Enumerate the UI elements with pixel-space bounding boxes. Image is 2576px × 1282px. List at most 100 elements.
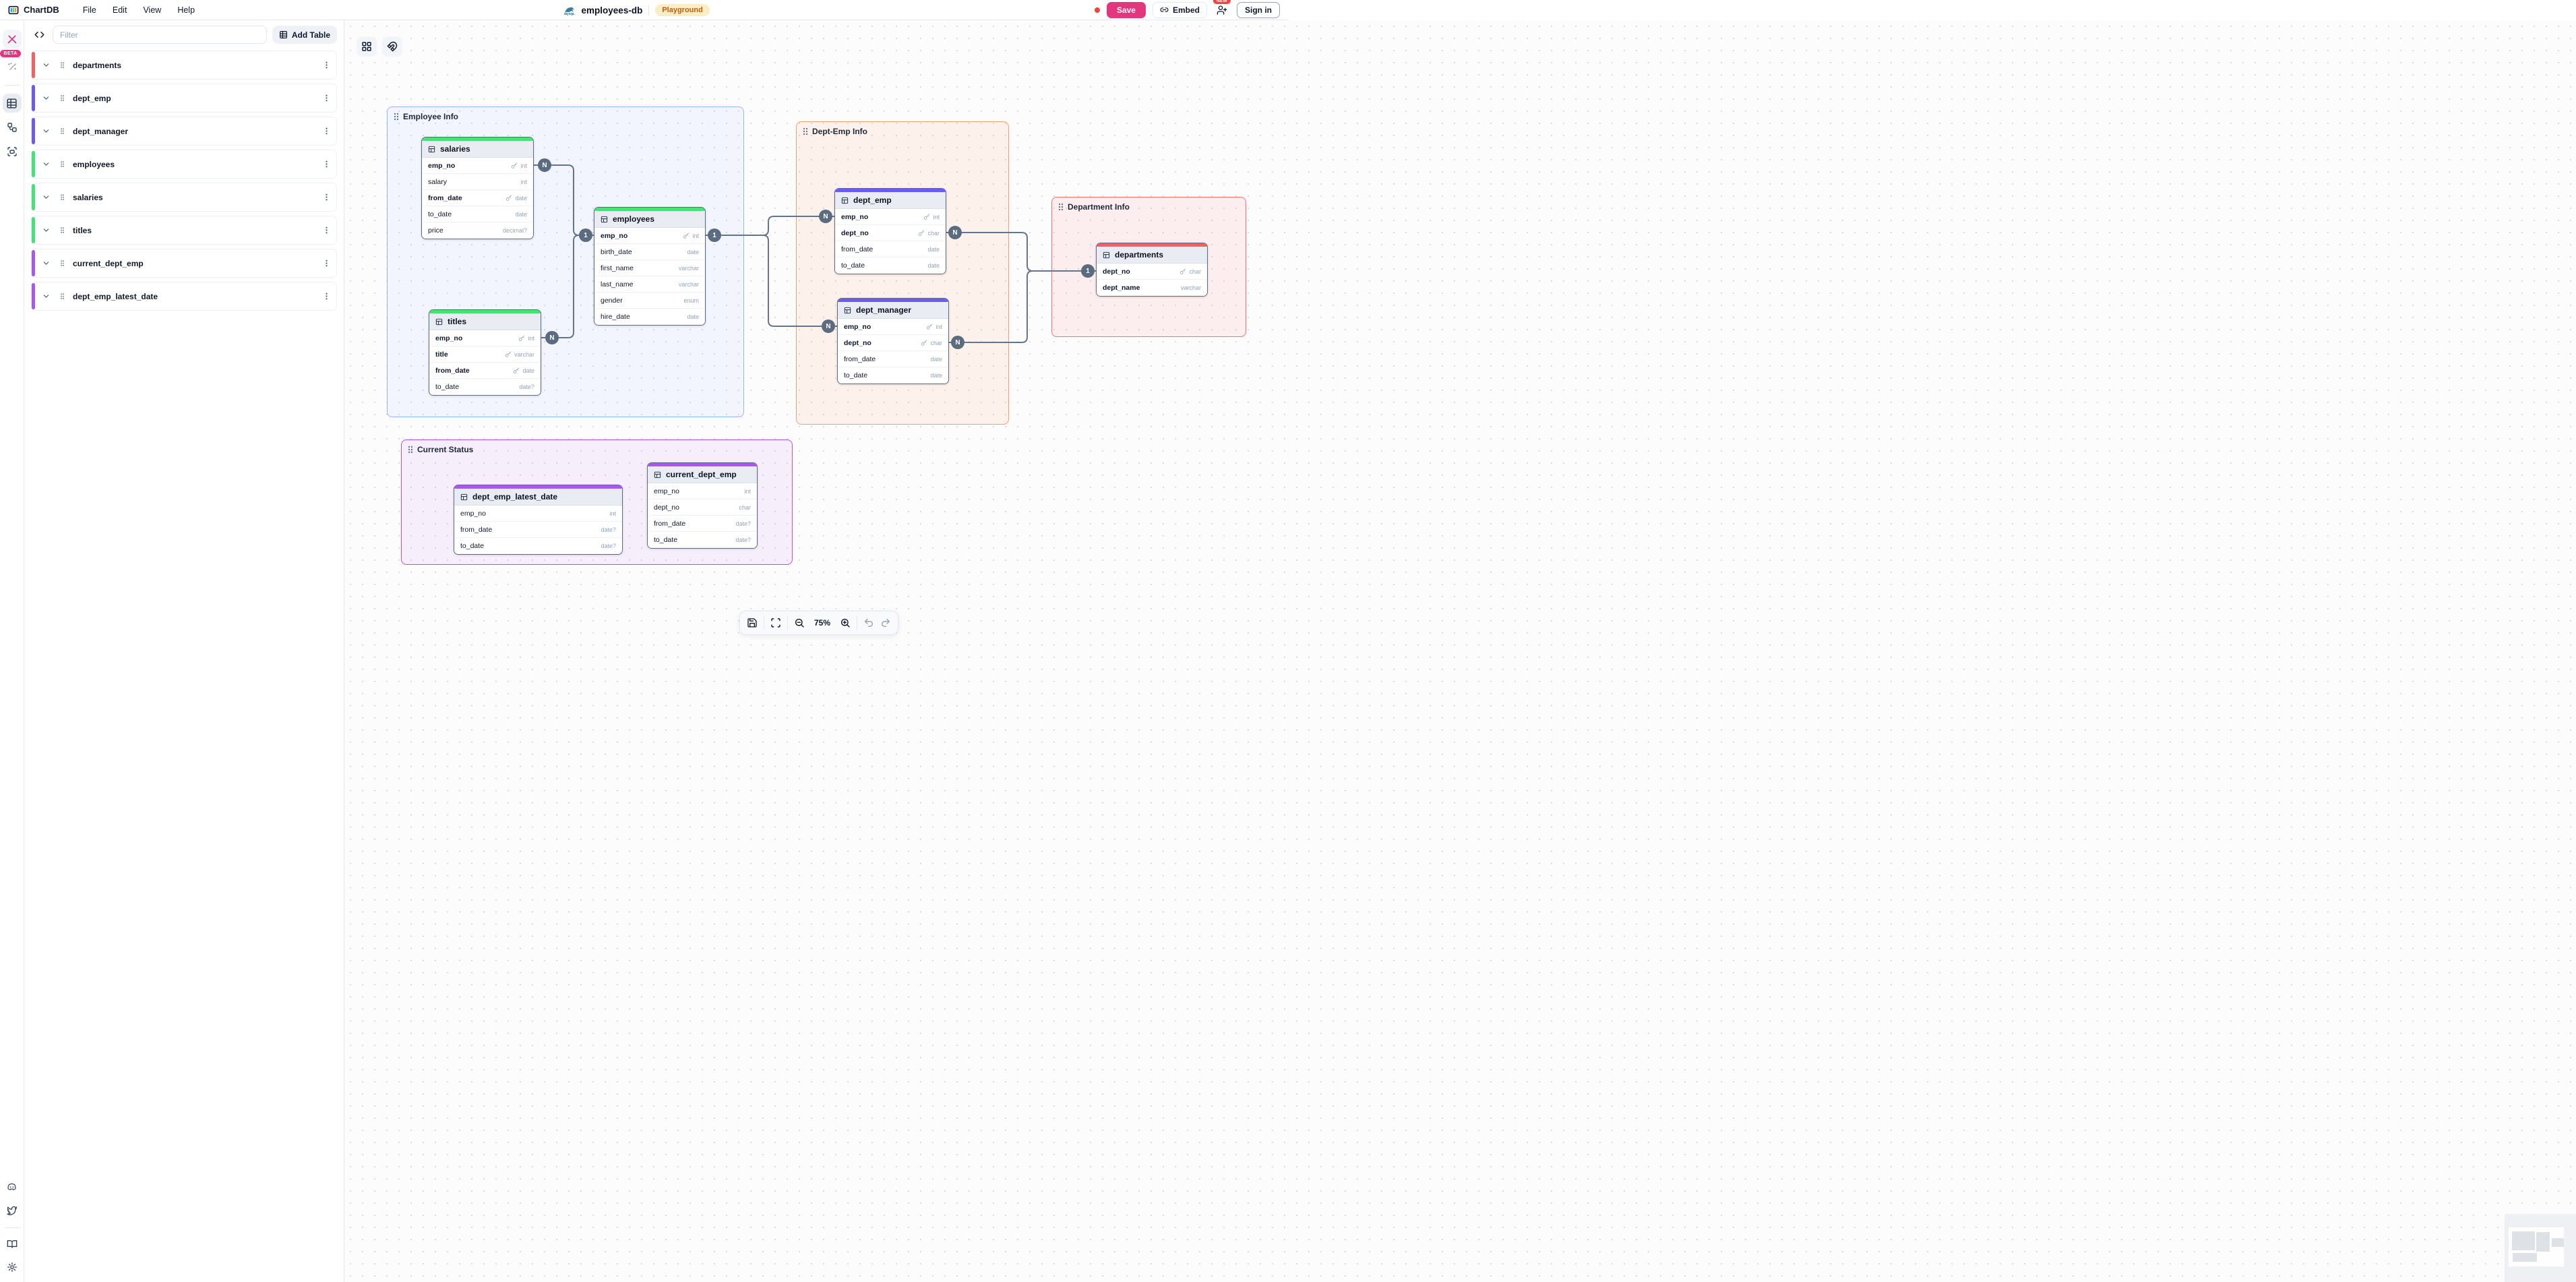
zoom-in-button[interactable] xyxy=(840,617,851,628)
filter-input[interactable] xyxy=(53,26,267,44)
sidebar-table-item-dept_emp_latest_date[interactable]: dept_emp_latest_date xyxy=(31,282,337,311)
chevron-down-icon[interactable] xyxy=(42,160,51,169)
table-menu-icon[interactable] xyxy=(322,160,331,169)
save-button[interactable]: Save xyxy=(1106,1,1146,18)
code-view-icon[interactable] xyxy=(31,27,47,43)
invite-user-button[interactable]: NEW xyxy=(1213,0,1231,17)
menu-edit[interactable]: Edit xyxy=(112,5,127,15)
drag-handle-icon[interactable] xyxy=(394,113,399,121)
areas-panel-icon[interactable] xyxy=(3,142,22,161)
menu-view[interactable]: View xyxy=(143,5,162,15)
fit-view-button[interactable] xyxy=(770,617,781,628)
zoom-out-button[interactable] xyxy=(794,617,805,628)
chevron-down-icon[interactable] xyxy=(42,127,51,135)
table-menu-icon[interactable] xyxy=(322,292,331,301)
layout-grid-button[interactable] xyxy=(357,36,377,57)
drag-handle-icon[interactable] xyxy=(59,61,66,69)
table-menu-icon[interactable] xyxy=(322,94,331,102)
chevron-down-icon[interactable] xyxy=(42,94,51,102)
zoom-level[interactable]: 75% xyxy=(814,618,831,628)
diagram-name[interactable]: employees-db xyxy=(581,5,643,16)
drag-handle-icon[interactable] xyxy=(408,446,413,454)
table-header[interactable]: dept_emp_latest_date xyxy=(454,489,622,506)
drag-handle-icon[interactable] xyxy=(59,193,66,202)
signin-button[interactable]: Sign in xyxy=(1237,1,1280,18)
chevron-down-icon[interactable] xyxy=(42,292,51,301)
embed-button[interactable]: Embed xyxy=(1152,1,1207,18)
table-header[interactable]: employees xyxy=(594,211,705,228)
undo-button[interactable] xyxy=(863,617,874,628)
table-menu-icon[interactable] xyxy=(322,61,331,69)
drag-handle-icon[interactable] xyxy=(59,127,66,135)
chevron-down-icon[interactable] xyxy=(42,61,51,69)
drag-handle-icon[interactable] xyxy=(59,292,66,301)
add-table-button[interactable]: Add Table xyxy=(272,26,337,44)
chevron-down-icon[interactable] xyxy=(42,226,51,235)
sidebar-table-item-employees[interactable]: employees xyxy=(31,150,337,179)
drag-handle-icon[interactable] xyxy=(59,226,66,235)
drag-handle-icon[interactable] xyxy=(59,259,66,268)
relationships-panel-icon[interactable] xyxy=(3,118,22,137)
menu-file[interactable]: File xyxy=(82,5,96,15)
table-menu-icon[interactable] xyxy=(322,226,331,235)
drag-handle-icon[interactable] xyxy=(59,94,66,102)
sidebar-table-item-current_dept_emp[interactable]: current_dept_emp xyxy=(31,249,337,278)
table-header[interactable]: dept_emp xyxy=(835,192,946,209)
discord-icon[interactable] xyxy=(3,1178,22,1196)
save-diagram-button[interactable] xyxy=(747,617,758,628)
chevron-down-icon[interactable] xyxy=(42,259,51,268)
sidebar-table-item-departments[interactable]: departments xyxy=(31,51,337,80)
settings-gear-icon[interactable] xyxy=(3,1258,22,1277)
redo-button[interactable] xyxy=(880,617,891,628)
chevron-down-icon[interactable] xyxy=(42,193,51,202)
table-menu-icon[interactable] xyxy=(322,127,331,135)
table-header[interactable]: salaries xyxy=(422,141,533,158)
sidebar-table-item-salaries[interactable]: salaries xyxy=(31,183,337,212)
docs-book-icon[interactable] xyxy=(3,1235,22,1254)
table-header[interactable]: titles xyxy=(429,313,541,330)
table-header[interactable]: departments xyxy=(1097,247,1207,264)
drag-handle-icon[interactable] xyxy=(59,160,66,169)
table-menu-icon[interactable] xyxy=(322,193,331,202)
snap-magnet-button[interactable] xyxy=(382,36,402,57)
tables-panel-icon[interactable] xyxy=(2,94,22,113)
table-header[interactable]: current_dept_emp xyxy=(648,466,757,483)
sidebar-table-item-titles[interactable]: titles xyxy=(31,216,337,245)
table-header[interactable]: dept_manager xyxy=(838,302,948,319)
